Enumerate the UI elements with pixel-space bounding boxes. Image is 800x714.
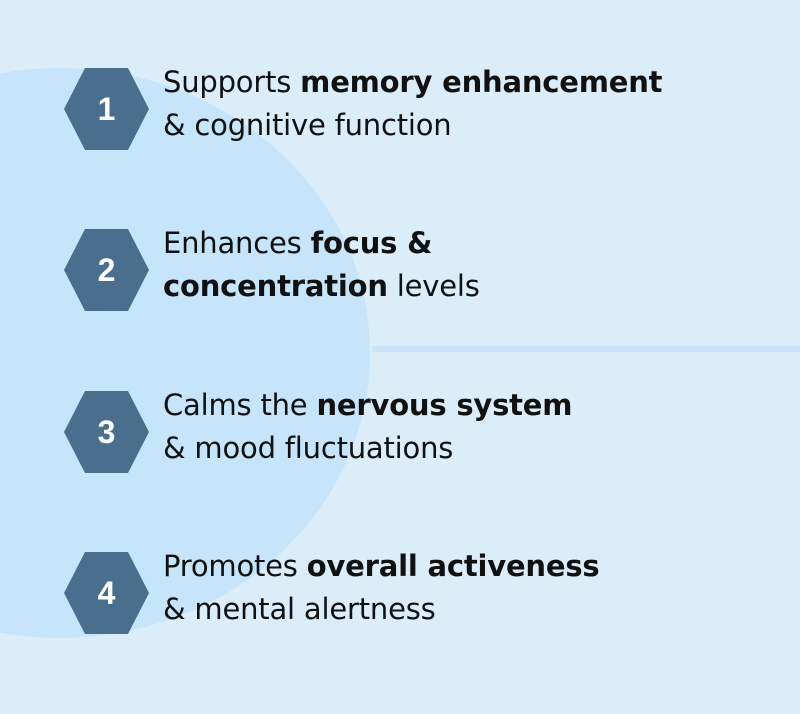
- benefit-text-bold: nervous system: [316, 388, 573, 422]
- hexagon-icon: [64, 229, 149, 311]
- benefit-item-3: 3 Calms the nervous system & mood fluctu…: [64, 388, 764, 481]
- benefit-text-regular: Calms the: [163, 388, 317, 422]
- badge-number: 1: [97, 91, 116, 127]
- benefit-text-regular: Promotes: [163, 549, 307, 583]
- benefit-line-1: Supports memory enhancement: [163, 61, 663, 104]
- benefit-line-2: concentration levels: [163, 265, 480, 308]
- benefit-item-1: 1 Supports memory enhancement & cognitiv…: [64, 65, 764, 158]
- badge-number: 3: [97, 414, 116, 450]
- benefit-item-4: 4 Promotes overall activeness & mental a…: [64, 549, 764, 642]
- benefit-line-2: & mood fluctuations: [163, 427, 572, 470]
- benefit-text-1: Supports memory enhancement & cognitive …: [163, 61, 663, 147]
- benefit-text-bold: overall activeness: [306, 549, 600, 583]
- badge-number: 4: [97, 575, 116, 611]
- benefit-text-regular: & cognitive function: [163, 108, 452, 142]
- benefit-line-1: Calms the nervous system: [163, 384, 572, 427]
- hexagon-badge-2: 2: [64, 229, 149, 311]
- hexagon-icon: [64, 391, 149, 473]
- benefit-text-regular: Enhances: [163, 226, 311, 260]
- benefit-text-regular: Supports: [163, 65, 301, 99]
- benefit-text-4: Promotes overall activeness & mental ale…: [163, 545, 600, 631]
- benefit-line-2: & mental alertness: [163, 588, 599, 631]
- hexagon-icon: [64, 68, 149, 150]
- benefit-line-1: Promotes overall activeness: [163, 545, 600, 588]
- benefit-text-regular: & mental alertness: [163, 592, 436, 626]
- benefit-text-bold: memory enhancement: [300, 65, 663, 99]
- hexagon-badge-1: 1: [64, 68, 149, 150]
- hexagon-badge-3: 3: [64, 391, 149, 473]
- benefit-text-3: Calms the nervous system & mood fluctuat…: [163, 384, 572, 470]
- benefit-text-bold: focus &: [310, 226, 433, 260]
- benefit-text-2: Enhances focus & concentration levels: [163, 222, 480, 308]
- badge-number: 2: [97, 252, 116, 288]
- hexagon-icon: [64, 552, 149, 634]
- benefit-text-regular: & mood fluctuations: [163, 431, 454, 465]
- benefit-line-1: Enhances focus &: [163, 222, 480, 265]
- benefit-item-2: 2 Enhances focus & concentration levels: [64, 226, 764, 319]
- benefit-text-bold: concentration: [163, 269, 388, 303]
- benefit-text-regular: levels: [387, 269, 480, 303]
- benefit-line-2: & cognitive function: [163, 104, 662, 147]
- horizontal-divider: [372, 346, 800, 352]
- hexagon-badge-4: 4: [64, 552, 149, 634]
